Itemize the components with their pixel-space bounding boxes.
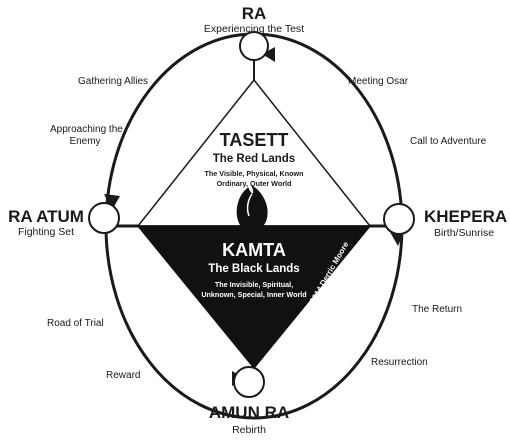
- stage-approaching-line2: Enemy: [69, 135, 101, 147]
- kamta-title: KAMTA: [222, 240, 286, 260]
- stage-approaching-line1: Approaching the: [50, 124, 123, 135]
- khepera-title: KHEPERA: [424, 207, 508, 226]
- seed-icon: [236, 184, 268, 232]
- tasett-description: The Visible, Physical, Known Ordinary, O…: [184, 169, 324, 188]
- arrow-left-icon: [104, 194, 120, 210]
- kamta-desc-line1: The Invisible, Spiritual,: [214, 280, 294, 289]
- ra-subtitle: Experiencing the Test: [203, 23, 305, 35]
- kamta-description: The Invisible, Spiritual, Unknown, Speci…: [184, 280, 324, 299]
- khepera-node-circle: [383, 203, 415, 235]
- ra-atum-title: RA ATUM: [8, 207, 84, 226]
- kamta-desc-line2: Unknown, Special, Inner World: [201, 289, 307, 299]
- amun-ra-node-circle: [233, 366, 265, 398]
- tasett-desc-line2: Ordinary, Outer World: [216, 178, 292, 188]
- ra-title: RA: [241, 4, 267, 23]
- amun-ra-subtitle: Rebirth: [232, 424, 266, 436]
- stage-gathering-allies: Gathering Allies: [78, 76, 149, 87]
- stage-the-return: The Return: [412, 304, 463, 315]
- stage-reward: Reward: [106, 370, 141, 381]
- kamta-subtitle: The Black Lands: [208, 263, 300, 275]
- stage-call-to-adventure: Call to Adventure: [410, 136, 487, 147]
- arrow-top-right-icon: [262, 47, 275, 62]
- stage-resurrection: Resurrection: [371, 357, 428, 368]
- stage-approaching-enemy: Approaching the Enemy: [50, 124, 123, 147]
- amun-ra-title: AMUN RA: [208, 403, 290, 422]
- ra-atum-node-circle: [88, 202, 120, 234]
- stage-meeting-osar: Meeting Osar: [348, 76, 409, 87]
- arrow-right-icon: [390, 232, 404, 246]
- ra-node-circle: [239, 31, 269, 61]
- khepera-subtitle: Birth/Sunrise: [433, 227, 495, 239]
- stage-road-of-trial: Road of Trial: [47, 318, 104, 329]
- tasett-title: TASETT: [219, 130, 289, 150]
- tasett-subtitle: The Red Lands: [212, 153, 296, 165]
- ra-atum-subtitle: Fighting Set: [17, 226, 75, 238]
- tasett-desc-line1: The Visible, Physical, Known: [204, 169, 304, 178]
